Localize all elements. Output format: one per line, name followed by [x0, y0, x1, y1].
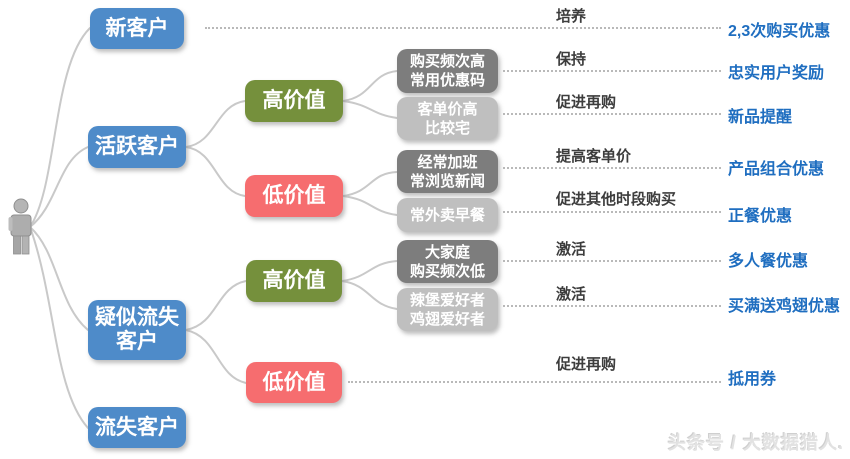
segment-suspected-churn-customers: 疑似流失客户 — [88, 300, 186, 360]
watermark-text: 头条号 / 大数据猎人. — [667, 433, 844, 453]
action-label-maintain: 保持 — [556, 51, 587, 68]
dotted-line-repurchase-2 — [348, 381, 721, 383]
offer-group-meal-discount: 多人餐优惠 — [728, 253, 809, 270]
dotted-line-activate-1 — [503, 260, 721, 262]
dotted-line-repurchase-1 — [503, 113, 721, 115]
offer-free-wings-with-purchase: 买满送鸡翅优惠 — [728, 298, 841, 315]
trait-node-large-family-low-frequency: 大家庭 购买频次低 — [397, 240, 498, 283]
trait-node-frequent-buyer-coupon-user: 购买频次高 常用优惠码 — [397, 49, 498, 93]
offer-new-product-reminder: 新品提醒 — [728, 109, 793, 126]
offer-loyal-user-reward: 忠实用户奖励 — [728, 65, 825, 82]
value-node-high-2: 高价值 — [246, 260, 342, 302]
dotted-line-maintain — [503, 70, 721, 72]
dotted-line-cultivate — [205, 27, 721, 29]
segment-active-customers: 活跃客户 — [88, 126, 186, 168]
value-node-low-2: 低价值 — [246, 362, 342, 403]
action-label-cultivate: 培养 — [556, 8, 587, 25]
dotted-line-raise-ticket — [503, 167, 721, 169]
action-label-activate-1: 激活 — [556, 241, 587, 258]
offer-dinner-discount: 正餐优惠 — [728, 208, 793, 225]
dotted-line-activate-2 — [503, 305, 721, 307]
value-node-high-1: 高价值 — [245, 80, 343, 122]
dotted-line-other-times — [503, 211, 721, 213]
action-label-raise-ticket: 提高客单价 — [556, 148, 632, 165]
offer-voucher: 抵用券 — [728, 371, 777, 388]
action-label-repurchase-1: 促进再购 — [556, 94, 617, 111]
trait-node-overtime-news-reader: 经常加班 常浏览新闻 — [397, 150, 498, 193]
trait-node-breakfast-delivery: 常外卖早餐 — [397, 198, 498, 232]
value-node-low-1: 低价值 — [245, 175, 343, 217]
trait-node-high-ticket-homebody: 客单价高 比较宅 — [397, 97, 498, 140]
action-label-repurchase-2: 促进再购 — [556, 356, 617, 373]
segment-new-customers: 新客户 — [90, 8, 184, 49]
action-label-activate-2: 激活 — [556, 286, 587, 303]
person-icon — [8, 198, 32, 255]
segment-churned-customers: 流失客户 — [88, 407, 186, 448]
offer-second-third-purchase-discount: 2,3次购买优惠 — [728, 23, 831, 40]
action-label-other-times: 促进其他时段购买 — [556, 191, 677, 208]
offer-product-bundle-discount: 产品组合优惠 — [728, 161, 825, 178]
trait-node-spicy-burger-wing-lover: 辣堡爱好者 鸡翅爱好者 — [397, 288, 498, 331]
